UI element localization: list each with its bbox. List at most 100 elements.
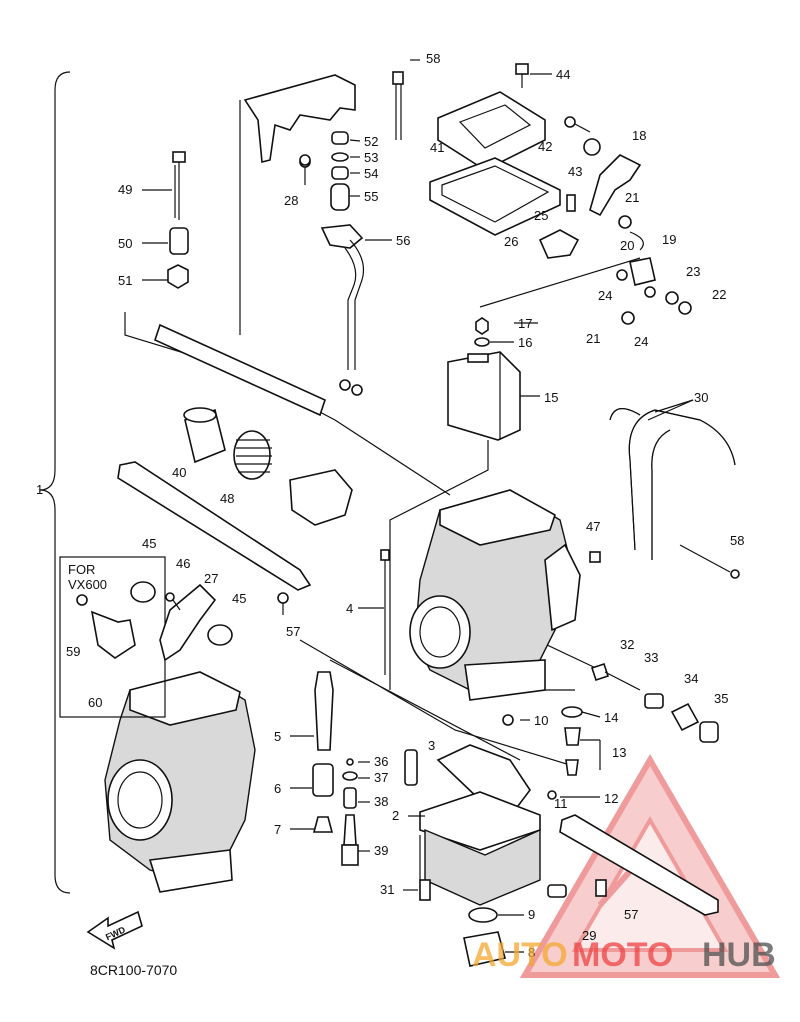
label-55: 55 bbox=[364, 189, 378, 204]
label-leaders bbox=[142, 59, 694, 953]
label-22: 22 bbox=[712, 287, 726, 302]
rod-58-right bbox=[679, 544, 740, 579]
screw-28 bbox=[299, 154, 311, 166]
linkage-plate bbox=[117, 461, 312, 591]
label-27: 27 bbox=[204, 571, 218, 586]
bracket-27 bbox=[130, 581, 233, 662]
label-37: 37 bbox=[374, 770, 388, 785]
valve-13-14 bbox=[561, 706, 583, 776]
label-25: 25 bbox=[534, 208, 548, 223]
label-39: 39 bbox=[374, 843, 388, 858]
watermark-text: AUTO MOTO HUB bbox=[472, 936, 776, 974]
label-8: 8 bbox=[528, 945, 535, 960]
label-29: 29 bbox=[582, 928, 596, 943]
jet-needle bbox=[380, 549, 390, 675]
jet-column bbox=[312, 671, 359, 866]
needle-rod bbox=[392, 71, 404, 140]
label-43: 43 bbox=[568, 164, 582, 179]
label-34: 34 bbox=[684, 671, 698, 686]
bracket-26 bbox=[538, 194, 580, 259]
label-40: 40 bbox=[172, 465, 186, 480]
label-24a: 24 bbox=[598, 288, 612, 303]
screw-assembly-32-35 bbox=[590, 662, 719, 743]
label-50: 50 bbox=[118, 236, 132, 251]
label-9: 9 bbox=[528, 907, 535, 922]
label-6: 6 bbox=[274, 781, 281, 796]
part-3 bbox=[404, 749, 418, 786]
label-18: 18 bbox=[632, 128, 646, 143]
label-42: 42 bbox=[538, 139, 552, 154]
label-36: 36 bbox=[374, 754, 388, 769]
label-1: 1 bbox=[36, 482, 43, 497]
group-brace bbox=[39, 71, 71, 894]
label-16: 16 bbox=[518, 335, 532, 350]
cap-and-spring bbox=[183, 407, 272, 480]
label-21b: 21 bbox=[586, 331, 600, 346]
screw-42-43 bbox=[564, 116, 601, 156]
document-code: 8CR100-7070 bbox=[90, 962, 177, 978]
throttle-slide bbox=[447, 351, 521, 441]
label-14: 14 bbox=[604, 710, 618, 725]
note-line-2: VX600 bbox=[68, 577, 107, 592]
label-10: 10 bbox=[534, 713, 548, 728]
label-49: 49 bbox=[118, 182, 132, 197]
label-54: 54 bbox=[364, 166, 378, 181]
watermark-auto: AUTO bbox=[472, 936, 568, 974]
label-45b: 45 bbox=[232, 591, 246, 606]
label-47: 47 bbox=[586, 519, 600, 534]
part-60 bbox=[90, 610, 136, 659]
label-52: 52 bbox=[364, 134, 378, 149]
label-44: 44 bbox=[556, 67, 570, 82]
screw-57-right bbox=[595, 879, 607, 897]
label-48: 48 bbox=[220, 491, 234, 506]
label-21a: 21 bbox=[625, 190, 639, 205]
label-3: 3 bbox=[428, 738, 435, 753]
top-cover bbox=[429, 91, 561, 236]
label-46: 46 bbox=[176, 556, 190, 571]
label-19: 19 bbox=[662, 232, 676, 247]
label-12: 12 bbox=[604, 791, 618, 806]
label-11: 11 bbox=[554, 796, 568, 811]
label-4: 4 bbox=[346, 601, 353, 616]
screw-spring-nut bbox=[167, 151, 189, 289]
label-38: 38 bbox=[374, 794, 388, 809]
choke-body bbox=[289, 469, 353, 526]
label-30: 30 bbox=[694, 390, 708, 405]
label-60: 60 bbox=[88, 695, 102, 710]
bolt-44 bbox=[515, 63, 529, 88]
label-45a: 45 bbox=[142, 536, 156, 551]
hose-assembly bbox=[320, 224, 365, 396]
label-24b: 24 bbox=[634, 334, 648, 349]
label-32: 32 bbox=[620, 637, 634, 652]
screw-57-left bbox=[277, 592, 289, 615]
small-parts-19-24 bbox=[616, 215, 692, 325]
label-57a: 57 bbox=[286, 624, 300, 639]
screw-12 bbox=[547, 790, 557, 800]
label-23: 23 bbox=[686, 264, 700, 279]
float-and-bowl bbox=[419, 744, 541, 906]
label-2: 2 bbox=[392, 808, 399, 823]
label-20: 20 bbox=[620, 238, 634, 253]
screw-10 bbox=[502, 714, 514, 726]
label-7: 7 bbox=[274, 822, 281, 837]
linkage-plate-right bbox=[559, 814, 719, 916]
label-58-top: 58 bbox=[426, 51, 440, 66]
plug-47 bbox=[589, 551, 601, 563]
watermark-hub: HUB bbox=[702, 936, 776, 974]
label-41: 41 bbox=[430, 140, 444, 155]
shaft-rod bbox=[154, 323, 326, 417]
label-26: 26 bbox=[504, 234, 518, 249]
label-28: 28 bbox=[284, 193, 298, 208]
label-59: 59 bbox=[66, 644, 80, 659]
label-58-right: 58 bbox=[730, 533, 744, 548]
label-56: 56 bbox=[396, 233, 410, 248]
watermark-moto: MOTO bbox=[572, 936, 673, 974]
nut-16-17 bbox=[474, 317, 490, 347]
label-35: 35 bbox=[714, 691, 728, 706]
label-33: 33 bbox=[644, 650, 658, 665]
label-51: 51 bbox=[118, 273, 132, 288]
screw-59 bbox=[76, 594, 88, 606]
small-parts-stack bbox=[299, 131, 350, 211]
vent-hose bbox=[609, 408, 736, 560]
